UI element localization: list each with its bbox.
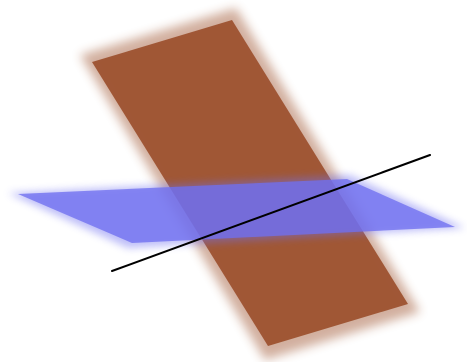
blue-plane-core xyxy=(18,179,455,243)
intersection-line xyxy=(111,154,431,272)
blue-plane xyxy=(8,175,465,248)
